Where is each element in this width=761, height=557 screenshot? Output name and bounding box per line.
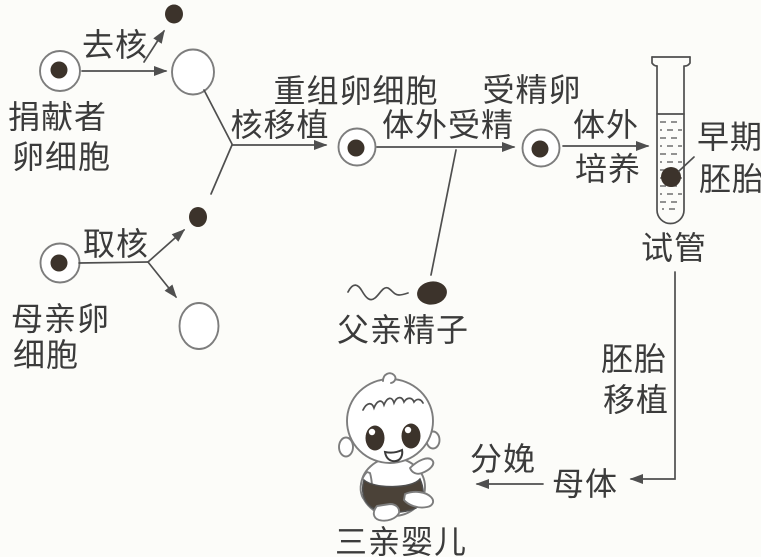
baby-hairline [362,396,424,411]
label-early-embryo-line2: 胚胎 [699,161,761,197]
converge-line-from-nucleus [210,144,233,195]
baby-left-eye [365,425,385,451]
baby-left-ear [338,436,354,458]
label-nuclear-transfer: 核移植 [230,107,329,143]
enucleated-donor-egg [171,48,215,96]
baby-head [346,378,434,464]
baby-right-arm [409,457,435,475]
label-father-sperm: 父亲精子 [337,312,469,348]
converge-line-from-donor-egg [203,89,233,145]
label-donor-egg-line2: 卵细胞 [12,139,111,175]
label-early-embryo-line1: 早期 [697,119,761,155]
label-embryo-transfer-line1: 胚胎 [601,341,667,377]
fertilized-egg-cell [521,128,561,168]
label-fertilized-egg: 受精卵 [482,72,581,108]
embryo-pointer-line [678,156,695,172]
leftover-cytoplasm-arrow [147,261,177,299]
enucleated-mother-egg [178,302,220,350]
label-mother-body: 母体 [552,466,618,502]
discarded-nucleus-dot [165,4,183,24]
mother-egg-cell [39,242,81,284]
extracted-nucleus-arrow [147,229,186,263]
label-in-vitro-fertilization: 体外受精 [382,107,514,143]
donor-cell-nucleus [50,61,68,79]
label-mother-egg-line1: 母亲卵 [11,301,110,337]
fertilized-cell-nucleus [531,140,549,158]
label-donor-egg-line1: 捐献者 [8,99,107,135]
label-embryo-transfer-line2: 移植 [603,382,669,418]
label-remove-nucleus: 去核 [82,27,148,63]
tube-lip-left [651,56,658,67]
baby-illustration [338,372,441,522]
test-tube [651,56,691,225]
label-three-parent-baby: 三亲婴儿 [335,524,467,557]
donor-egg-cell [39,50,81,92]
label-mother-egg-line2: 细胞 [13,337,79,373]
tube-lip-right [684,56,691,67]
baby-right-eye [401,423,421,449]
baby-right-eye-highlight [404,426,412,434]
extracted-nucleus-dot [189,207,207,227]
label-take-nucleus: 取核 [83,226,149,262]
sperm-tail [347,284,409,301]
recombinant-cell-nucleus [347,139,365,157]
baby-left-eye-highlight [368,428,376,436]
sperm-connector-line [430,149,457,276]
embryo-transfer-arrow [629,271,676,484]
father-sperm [347,281,447,305]
baby-right-foot [403,490,435,509]
recombinant-egg-cell [337,127,377,167]
tube-body [656,65,685,225]
baby-hair-tuft [382,372,397,384]
baby-mouth [383,448,404,463]
label-recombinant-egg: 重组卵细胞 [273,73,438,109]
sperm-head [417,281,447,305]
label-in-vitro-culture-line1: 体外 [573,107,639,143]
mother-cell-nucleus [50,254,68,272]
baby-left-foot [372,503,401,522]
tube-liquid-dashes [660,121,682,210]
label-test-tube: 试管 [641,230,707,266]
take-nucleus-stem-line [78,261,149,264]
discarded-nucleus-arrow [143,29,165,63]
early-embryo-dot [661,167,681,187]
label-delivery: 分娩 [470,441,536,477]
label-in-vitro-culture-line2: 培养 [575,151,641,187]
